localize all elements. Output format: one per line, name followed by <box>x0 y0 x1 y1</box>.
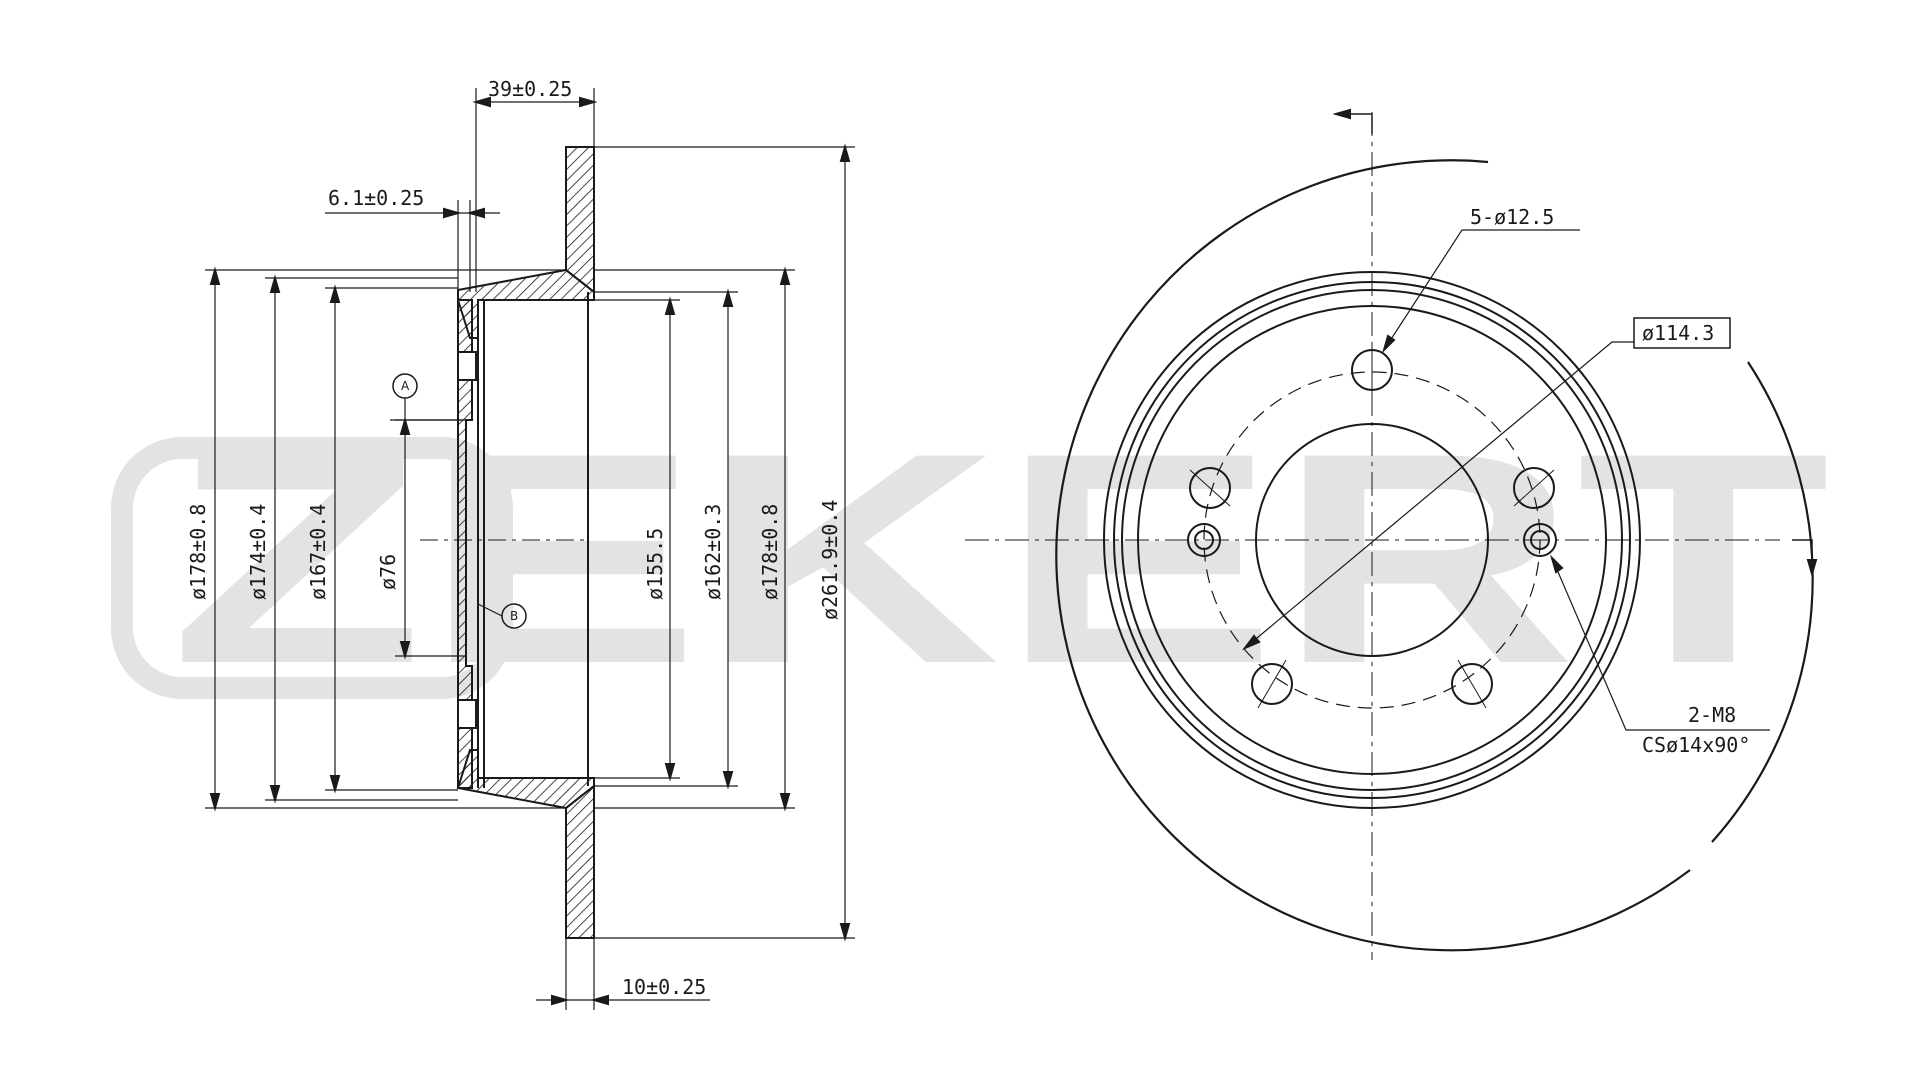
thread-hole-left-inner <box>1194 530 1214 550</box>
dim-155-arrow-b <box>664 763 676 782</box>
thread-hole-right-outer <box>1523 523 1557 557</box>
bolt-holes-label: 5-ø12.5 <box>1470 205 1554 229</box>
section-arrow-top <box>1332 108 1351 120</box>
dim-d261-label: ø261.9±0.4 <box>818 500 842 620</box>
bolt-hole-3-tick <box>1513 469 1555 507</box>
bolt-hole-5 <box>1451 663 1493 705</box>
dim-162-arrow-b <box>722 771 734 790</box>
bolt-hole-4 <box>1251 663 1293 705</box>
bolt-hole-2-tick <box>1189 469 1231 507</box>
hub-notch-upper <box>457 351 477 381</box>
leader-threads <box>1551 557 1770 731</box>
leader-pcd <box>1244 341 1634 649</box>
dim-10-arrow-r <box>590 994 609 1006</box>
dim-174-arrow-b <box>269 785 281 804</box>
dim-hub-depth-label: 39±0.25 <box>488 77 572 101</box>
threads-label: 2-M8 <box>1688 703 1736 727</box>
hub-notch-lower <box>457 699 477 729</box>
watermark-frame <box>111 437 513 699</box>
dim-d76-label: ø76 <box>376 554 400 590</box>
front-view <box>965 108 1818 960</box>
ref-b-stem <box>477 603 503 617</box>
dim-178a-arrow-b <box>209 793 221 812</box>
bolt-hole-2 <box>1189 467 1231 509</box>
dim-d167-label: ø167±0.4 <box>306 504 330 600</box>
dim-6-arrow-r <box>466 207 485 219</box>
dim-167-arrow-t <box>329 284 341 303</box>
ref-b-circle <box>501 603 527 629</box>
leader-bolt-holes <box>1383 229 1580 351</box>
disc-section <box>565 146 595 295</box>
dim-d178-inner-label: ø178±0.8 <box>758 504 782 600</box>
section-marker-top <box>1336 113 1373 134</box>
countersink-label: CSø14x90° <box>1642 733 1750 757</box>
dim-6-arrow-l <box>443 207 462 219</box>
thread-hole-right-inner <box>1530 530 1550 550</box>
ref-b-label: B <box>510 609 518 623</box>
disc-section-lower <box>565 783 595 939</box>
dim-76-arrow-b <box>399 641 411 660</box>
hub-face <box>457 299 473 789</box>
section-arrow-right <box>1806 559 1818 578</box>
dim-178a-arrow-t <box>209 266 221 285</box>
front-view-labels: 5-ø12.5 ø114.3 2-M8 CSø14x90° <box>1470 205 1750 757</box>
outer-disc-edge <box>1055 159 1691 952</box>
bolt-hole-3 <box>1513 467 1555 509</box>
leader-pcd-arrow <box>1241 634 1261 651</box>
side-view <box>205 88 855 1010</box>
dim-39-arrow-r <box>579 96 598 108</box>
dim-hat-thickness-label: 6.1±0.25 <box>328 186 424 210</box>
dim-d162-label: ø162±0.3 <box>701 504 725 600</box>
dim-178b-arrow-t <box>779 266 791 285</box>
dim-162-arrow-t <box>722 288 734 307</box>
leader-bolt-arrow <box>1381 334 1396 354</box>
outer-disc-edge-right <box>1711 361 1814 843</box>
dim-155-arrow-t <box>664 296 676 315</box>
dim-39-arrow-l <box>472 96 491 108</box>
bolt-hole-4-tick <box>1257 659 1287 709</box>
leader-threads-arrow <box>1549 554 1564 574</box>
dim-d155-label: ø155.5 <box>643 528 667 600</box>
dim-10-arrow-l <box>551 994 570 1006</box>
dim-174-arrow-t <box>269 274 281 293</box>
pcd-label-box <box>1633 317 1731 349</box>
ref-a-label: A <box>401 379 410 393</box>
bolt-hole-5-tick <box>1457 659 1487 709</box>
side-view-labels: 39±0.25 6.1±0.25 10±0.25 ø178±0.8 ø174±0… <box>186 77 842 999</box>
dim-d178-outer-label: ø178±0.8 <box>186 504 210 600</box>
pcd-label: ø114.3 <box>1642 321 1714 345</box>
dim-167-arrow-b <box>329 775 341 794</box>
thread-hole-left-outer <box>1187 523 1221 557</box>
dim-178b-arrow-b <box>779 793 791 812</box>
dim-261-arrow-t <box>839 143 851 162</box>
dim-76-arrow-t <box>399 416 411 435</box>
ref-a-circle <box>392 373 418 399</box>
dim-disc-thickness-label: 10±0.25 <box>622 975 706 999</box>
dim-261-arrow-b <box>839 923 851 942</box>
dim-d174-label: ø174±0.4 <box>246 504 270 600</box>
